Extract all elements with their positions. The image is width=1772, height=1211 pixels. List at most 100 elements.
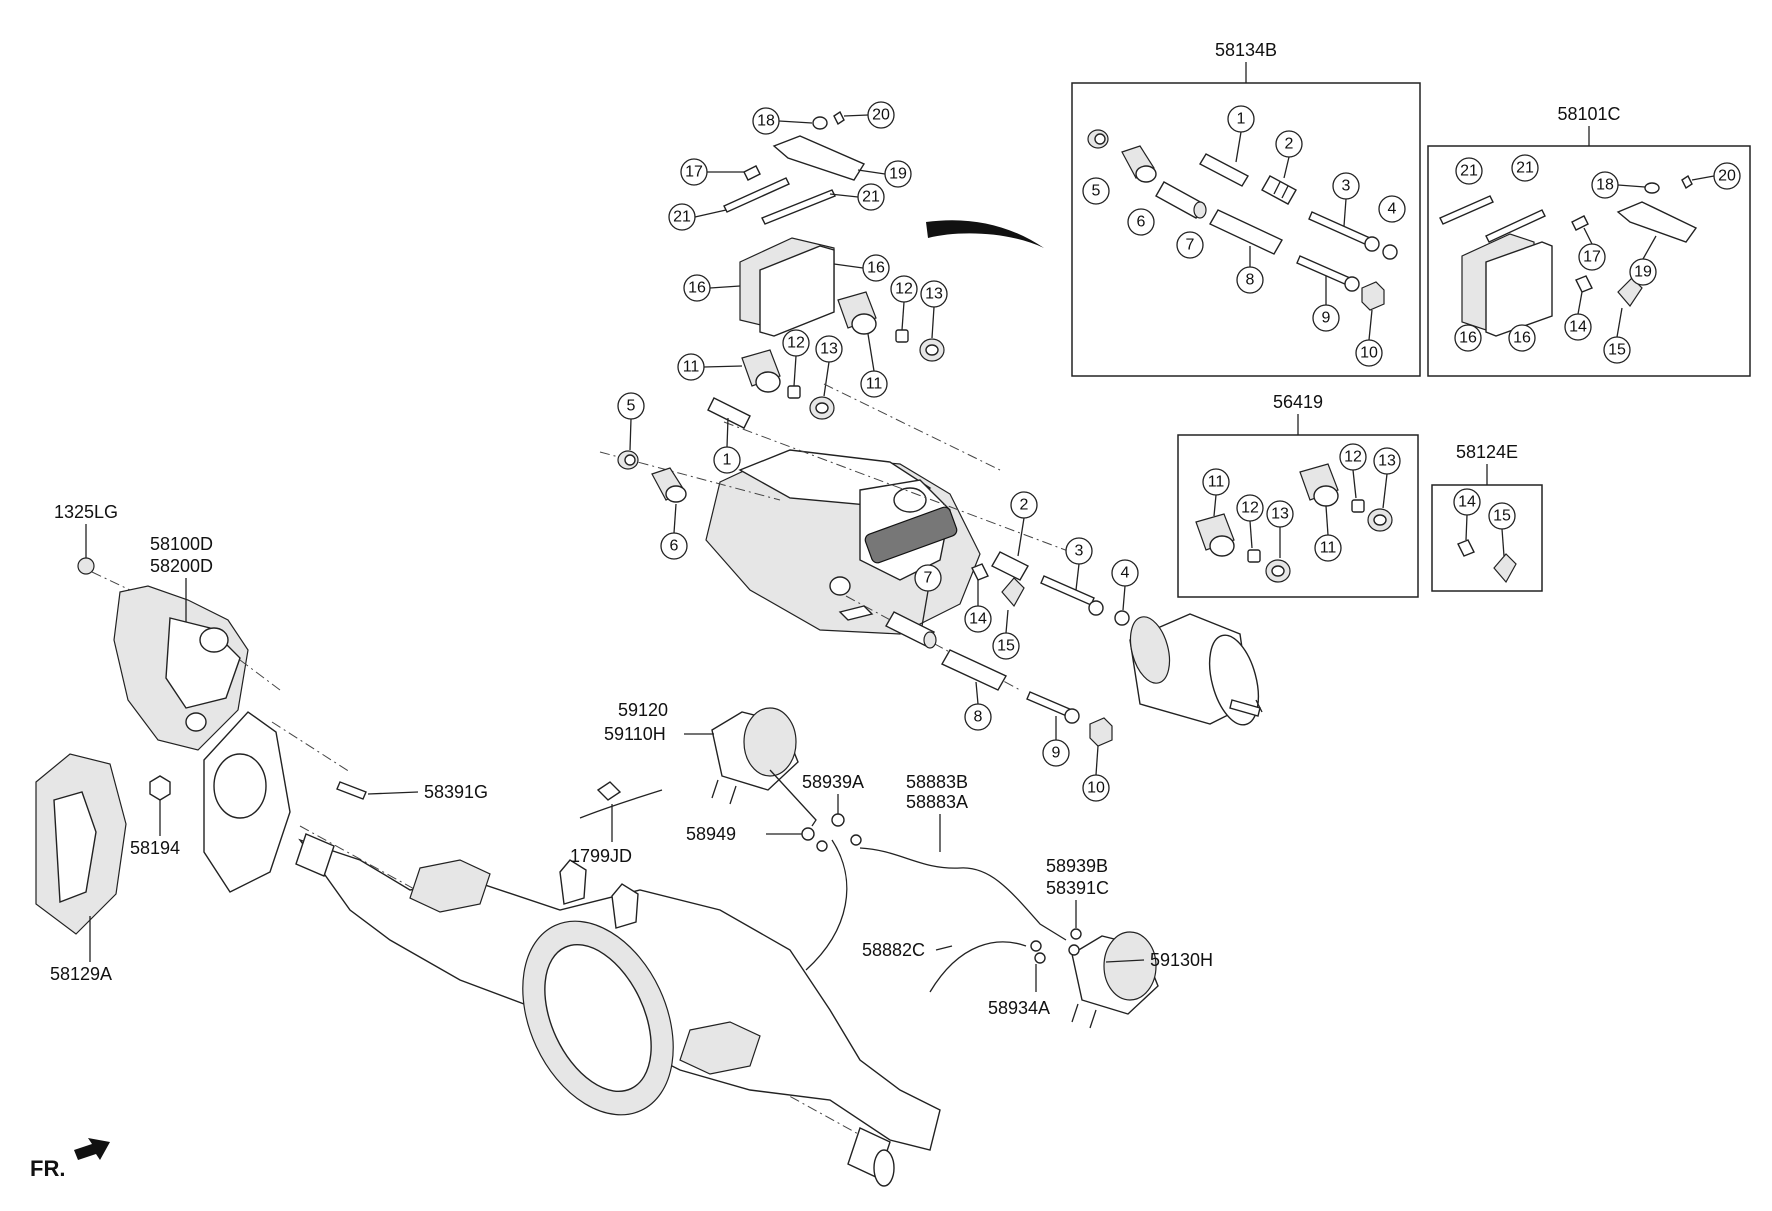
part-label-58939B: 58939B: [1046, 856, 1108, 876]
callout-number: 19: [1634, 264, 1652, 281]
callout-number: 20: [872, 107, 890, 124]
part-label-58949: 58949: [686, 824, 736, 844]
callout-number: 3: [1342, 178, 1351, 195]
callout-circle: [1127, 208, 1155, 236]
callout-number: 16: [688, 280, 706, 297]
part-label-58391G: 58391G: [424, 782, 488, 802]
part-label-58200D: 58200D: [150, 556, 213, 576]
callout-number: 8: [1246, 272, 1255, 289]
callout-number: 10: [1360, 345, 1378, 362]
callout-number: 13: [1378, 453, 1396, 470]
callout-number: 21: [673, 209, 691, 226]
callout-number: 17: [685, 164, 703, 181]
part-label-56419: 56419: [1273, 392, 1323, 412]
front-label: FR.: [30, 1156, 65, 1181]
brake-chamber-59120: [711, 707, 799, 805]
front-direction-indicator: FR.: [30, 1138, 110, 1181]
callout-number: 13: [1271, 506, 1289, 523]
part-label-58882C: 58882C: [862, 940, 925, 960]
callout-number: 12: [787, 335, 805, 352]
callout-number: 4: [1388, 201, 1397, 218]
kit-58134B-parts: [1087, 129, 1398, 311]
callout-number: 12: [1344, 449, 1362, 466]
callout-number: 19: [889, 166, 907, 183]
part-label-1799JD: 1799JD: [570, 846, 632, 866]
part-label-58939A: 58939A: [802, 772, 864, 792]
part-label-1325LG: 1325LG: [54, 502, 118, 522]
kit-box-56419: 56419: [1177, 392, 1419, 598]
callout-number: 11: [866, 376, 883, 393]
callout-number: 21: [1516, 160, 1534, 177]
callout-number: 9: [1322, 310, 1331, 327]
callout-group-56419: 11 12 13 12 13 11: [1202, 443, 1401, 562]
callout-number: 3: [1075, 543, 1084, 560]
hose-lines: [769, 769, 1082, 993]
carrier-and-plates: [35, 557, 367, 935]
callout-number: 9: [1052, 745, 1061, 762]
caliper-exploded-parts: [617, 397, 1130, 747]
callout-group-caliper: 1 5 6 2 3 4 7 14 15 8 9 10: [617, 392, 1139, 802]
callout-number: 18: [757, 113, 775, 130]
callout-number: 5: [1092, 183, 1101, 200]
callout-number: 6: [670, 538, 679, 555]
callout-number: 1: [1237, 111, 1246, 128]
part-label-59120: 59120: [618, 700, 668, 720]
callout-number: 6: [1137, 214, 1146, 231]
kit-box-58101C: 58101C: [1427, 104, 1751, 377]
callout-number: 12: [895, 281, 913, 298]
part-label-58934A: 58934A: [988, 998, 1050, 1018]
axle-housing: [295, 825, 941, 1187]
callout-number: 7: [1186, 237, 1195, 254]
part-labels: 1325LG 58100D 58200D 58391G 58194 58129A…: [50, 502, 1213, 1018]
callout-number: 1: [723, 452, 732, 469]
callout-number: 21: [1460, 163, 1478, 180]
brake-chamber-large: [1129, 613, 1263, 726]
kit-arrow-icon: [926, 220, 1044, 248]
kit-56419-parts: [1195, 463, 1393, 583]
callout-number: 14: [969, 611, 987, 628]
callout-number: 20: [1718, 168, 1736, 185]
callout-number: 11: [683, 359, 700, 376]
callout-number: 17: [1583, 249, 1601, 266]
callout-number: 13: [925, 286, 943, 303]
callout-circle: [1454, 324, 1482, 352]
part-label-59110H: 59110H: [604, 724, 666, 744]
callout-number: 11: [1208, 474, 1225, 491]
kit-box-58124E: 58124E: [1431, 442, 1543, 592]
part-label-58194: 58194: [130, 838, 180, 858]
callout-circle: [1511, 154, 1539, 182]
callout-number: 16: [1513, 330, 1531, 347]
kit-box-58134B: 58134B: [1071, 40, 1421, 377]
callout-number: 18: [1596, 177, 1614, 194]
part-label-58391C: 58391C: [1046, 878, 1109, 898]
callout-number: 11: [1320, 540, 1337, 557]
callout-circle: [1082, 177, 1110, 205]
callout-number: 10: [1087, 780, 1105, 797]
callout-circle: [1378, 195, 1406, 223]
callout-circle: [1176, 231, 1204, 259]
callout-number: 16: [867, 260, 885, 277]
cable-tie: [579, 781, 663, 819]
part-label-59130H: 59130H: [1150, 950, 1213, 970]
callout-number: 15: [997, 638, 1015, 655]
callout-number: 13: [820, 341, 838, 358]
callout-number: 15: [1493, 508, 1511, 525]
callout-number: 8: [974, 709, 983, 726]
part-label-58101C: 58101C: [1557, 104, 1620, 124]
callout-number: 12: [1241, 500, 1259, 517]
callout-number: 21: [862, 189, 880, 206]
callout-group-58134B: 5 6 7 1 2 3 4 8 9 10: [1082, 105, 1406, 367]
front-arrow-icon: [74, 1138, 110, 1160]
callout-number: 2: [1285, 136, 1294, 153]
callout-number: 5: [627, 398, 636, 415]
callout-number: 2: [1020, 497, 1029, 514]
callout-group-58101C: 21 21 18 20 17 19 16 16 14 15: [1454, 154, 1741, 364]
part-label-58124E: 58124E: [1456, 442, 1518, 462]
callout-number: 14: [1458, 494, 1476, 511]
callout-number: 4: [1121, 565, 1130, 582]
part-label-58883B: 58883B: [906, 772, 968, 792]
kit-58101C-parts: [1439, 174, 1698, 337]
callout-number: 15: [1608, 342, 1626, 359]
callout-group-pad-assembly: 18 20 17 19 21 21 16 16 11 12 13 12 13 1…: [668, 101, 948, 398]
